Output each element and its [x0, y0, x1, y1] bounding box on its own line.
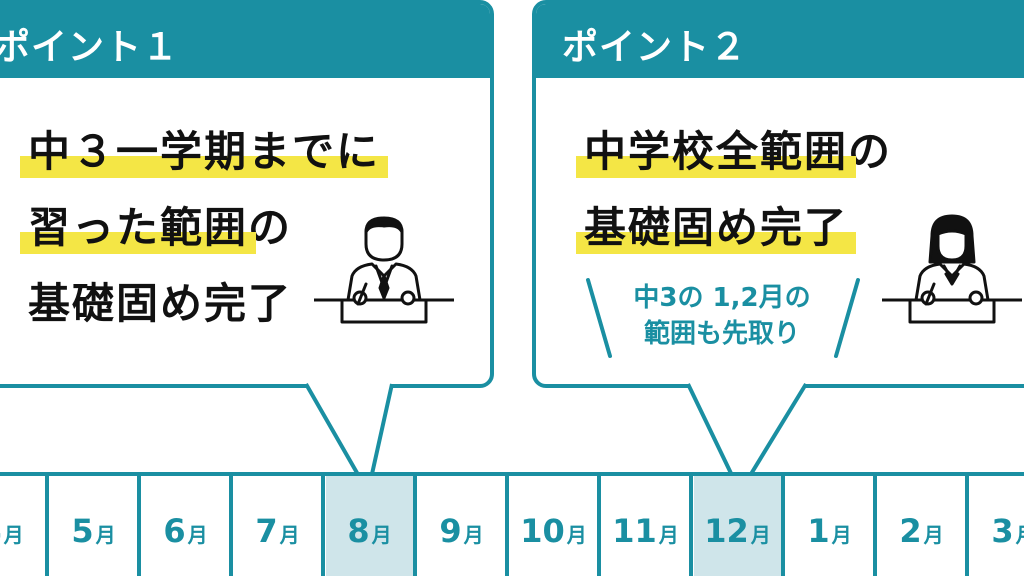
month-label: 3月 [970, 512, 1024, 550]
month-cell-4: 4月 [0, 476, 49, 576]
point1-line-2-text: 習った範囲 [19, 200, 257, 256]
month-unit: 月 [95, 523, 116, 547]
callout-slash-right-icon [834, 278, 860, 358]
point1-title: ポイント１ [0, 27, 180, 68]
point2-card: ポイント２ 中学校全範囲の 基礎固め完了 中3の 1,2月の 範囲も先取り [532, 0, 1024, 388]
point1-card: ポイント１ 中３一学期までに 習った範囲の 基礎固め完了 [0, 0, 494, 388]
female-student-at-desk-icon [882, 214, 1022, 324]
point2-note-line-1: 中3の 1,2月の [633, 283, 811, 313]
point2-header: ポイント２ [536, 4, 1024, 78]
point1-line-3: 基礎固め完了 [28, 276, 292, 332]
month-number: 11 [612, 512, 657, 550]
month-label: 4月 [0, 512, 45, 550]
month-unit: 月 [279, 523, 300, 547]
point2-line-1-text: 中学校全範囲 [575, 124, 857, 180]
month-unit: 月 [658, 523, 679, 547]
month-number: 3 [991, 512, 1014, 550]
month-number: 4 [0, 512, 2, 550]
point1-line-1: 中３一学期までに [19, 124, 389, 180]
month-unit: 月 [463, 523, 484, 547]
point1-line-2: 習った範囲の [19, 200, 292, 256]
month-number: 7 [255, 512, 278, 550]
point2-line-1: 中学校全範囲の [575, 124, 892, 180]
point2-note-line-2: 範囲も先取り [643, 319, 800, 349]
month-unit: 月 [1016, 523, 1024, 547]
point1-line-1-text: 中３一学期までに [19, 124, 389, 180]
month-number: 8 [347, 512, 370, 550]
month-cell-3: 3月 [970, 476, 1024, 576]
point1-header: ポイント１ [0, 4, 490, 78]
month-number: 2 [899, 512, 922, 550]
month-number: 9 [439, 512, 462, 550]
month-timeline: 4月5月6月7月8月9月10月11月12月1月2月3月 [0, 472, 1024, 576]
month-number: 6 [163, 512, 186, 550]
month-number: 5 [71, 512, 94, 550]
month-unit: 月 [923, 523, 944, 547]
month-number: 10 [520, 512, 565, 550]
month-unit: 月 [187, 523, 208, 547]
point2-title: ポイント２ [562, 27, 748, 68]
month-unit: 月 [3, 523, 24, 547]
point2-line-2: 基礎固め完了 [575, 200, 857, 256]
callout-slash-left-icon [586, 278, 612, 358]
point2-note: 中3の 1,2月の 範囲も先取り [622, 280, 822, 352]
student-at-desk-icon [314, 216, 454, 324]
point1-line-3-text: 基礎固め完了 [28, 279, 293, 328]
month-number: 12 [704, 512, 749, 550]
month-number: 1 [807, 512, 830, 550]
point2-line-2-text: 基礎固め完了 [575, 200, 857, 256]
month-unit: 月 [831, 523, 852, 547]
month-unit: 月 [566, 523, 587, 547]
month-unit: 月 [371, 523, 392, 547]
month-unit: 月 [750, 523, 771, 547]
